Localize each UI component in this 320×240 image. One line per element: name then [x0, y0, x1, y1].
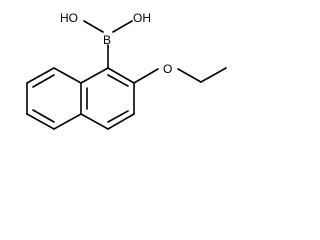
bond-c6-c5 — [26, 113, 55, 130]
double-bond-c3-c4 — [107, 110, 129, 123]
ether-oxygen-label: O — [163, 62, 172, 76]
boron-label: B — [103, 33, 111, 47]
bond-b-oh-right — [112, 20, 133, 33]
molecule-svg: B HO OH O — [26, 11, 227, 130]
double-bond-c1-c2 — [107, 74, 129, 87]
bond-o-ch2 — [177, 68, 202, 83]
bond-c3-c4 — [107, 113, 135, 130]
bond-c2-o — [133, 68, 159, 84]
bond-c1-c2 — [107, 67, 135, 84]
bond-c5-c4a — [53, 113, 82, 130]
bond-c8-c7 — [26, 67, 55, 84]
hydroxyl-right-label: OH — [133, 11, 151, 25]
structure-diagram: B HO OH O — [26, 11, 227, 130]
hydroxyl-left-label: HO — [60, 11, 78, 25]
double-bond-c8-c7 — [32, 74, 55, 88]
bond-b-oh-left — [83, 20, 104, 33]
double-bond-c6-c5 — [32, 109, 55, 123]
bond-c8a-c1 — [80, 67, 109, 84]
bond-ch2-ch3 — [200, 67, 227, 83]
bond-c4-c4a — [80, 113, 109, 130]
bond-c8a-c8 — [53, 67, 82, 84]
